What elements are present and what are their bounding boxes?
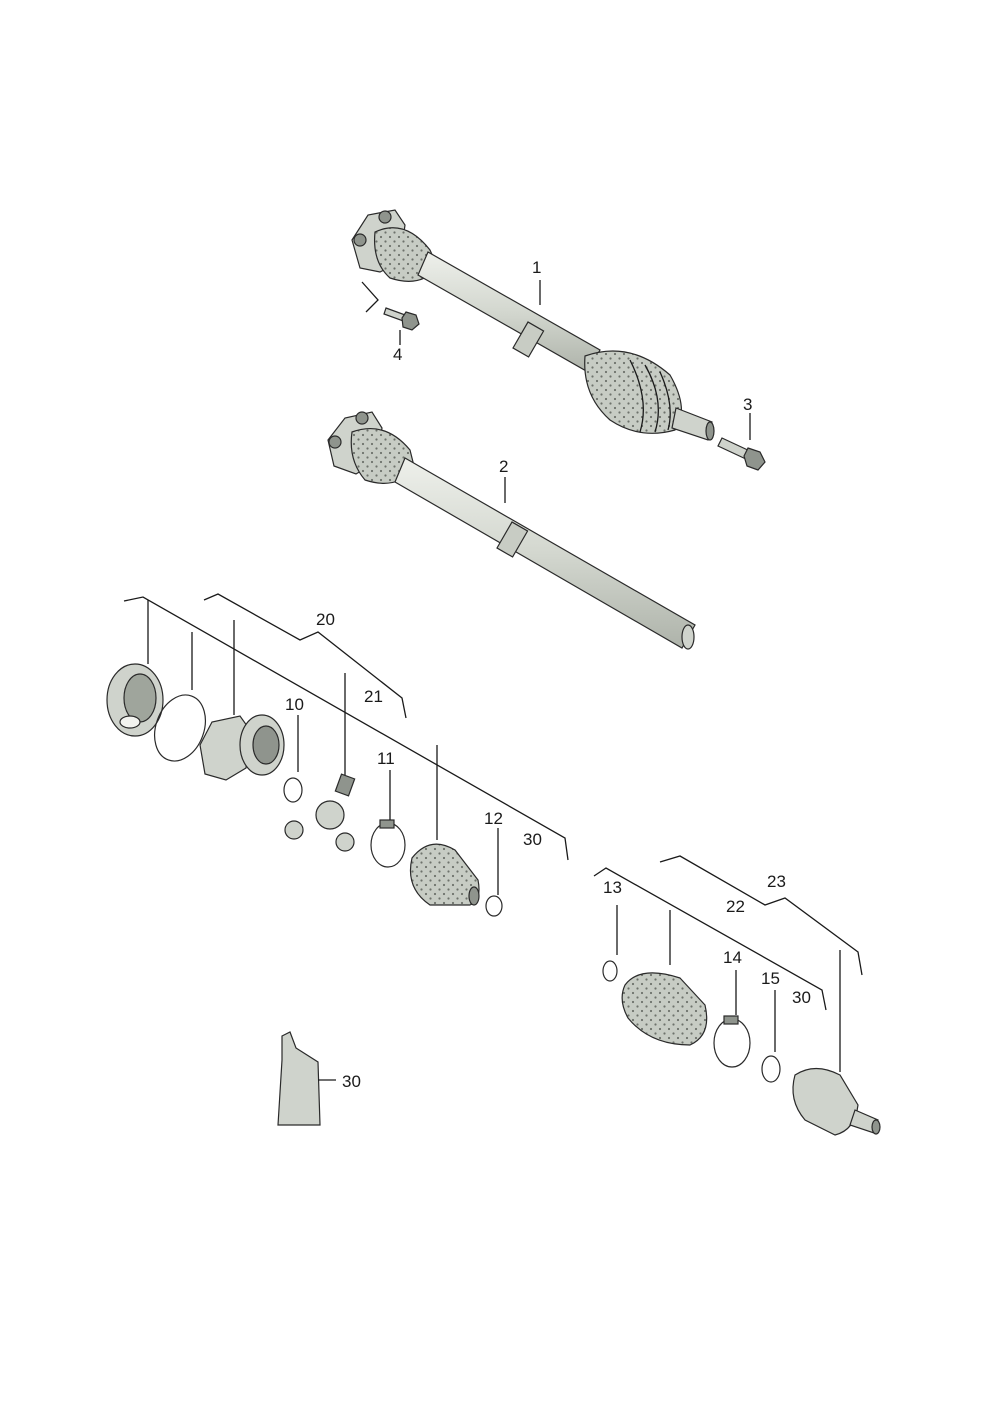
callout-30-grease: 30 — [342, 1072, 361, 1091]
callout-2: 2 — [499, 457, 508, 476]
callout-1: 1 — [532, 258, 541, 277]
callout-30-right: 30 — [792, 988, 811, 1007]
callout-4: 4 — [393, 345, 402, 364]
drive-shaft-1 — [351, 209, 715, 441]
callout-14: 14 — [723, 948, 742, 967]
tripod-joint — [284, 773, 356, 852]
dust-shield — [106, 663, 164, 737]
callout-22: 22 — [726, 897, 745, 916]
callout-30-upper: 30 — [523, 830, 542, 849]
circlip-15 — [761, 1055, 781, 1083]
drive-shaft-2 — [327, 411, 696, 650]
clamp-11 — [370, 819, 406, 868]
clamp-14 — [713, 1015, 751, 1068]
bolt-3 — [717, 437, 766, 471]
callout-labels: 1 2 3 4 10 11 12 13 14 15 20 21 22 23 30… — [285, 258, 811, 1091]
outer-cv-joint — [792, 1067, 881, 1136]
leader-lines — [123, 280, 863, 1081]
outer-boot — [621, 972, 708, 1046]
callout-11: 11 — [377, 749, 395, 768]
callout-12: 12 — [484, 809, 503, 828]
o-ring — [154, 694, 206, 762]
circlip-10 — [283, 777, 303, 803]
bolt-4 — [361, 281, 420, 331]
clamp-13 — [602, 960, 618, 982]
callout-13: 13 — [603, 878, 622, 897]
clamp-12 — [485, 895, 503, 917]
callout-3: 3 — [743, 395, 752, 414]
callout-21: 21 — [364, 687, 383, 706]
flange-housing — [199, 714, 285, 781]
callout-10: 10 — [285, 695, 304, 714]
grease-tube — [277, 1031, 321, 1126]
callout-20: 20 — [316, 610, 335, 629]
callout-15: 15 — [761, 969, 780, 988]
callout-23: 23 — [767, 872, 786, 891]
